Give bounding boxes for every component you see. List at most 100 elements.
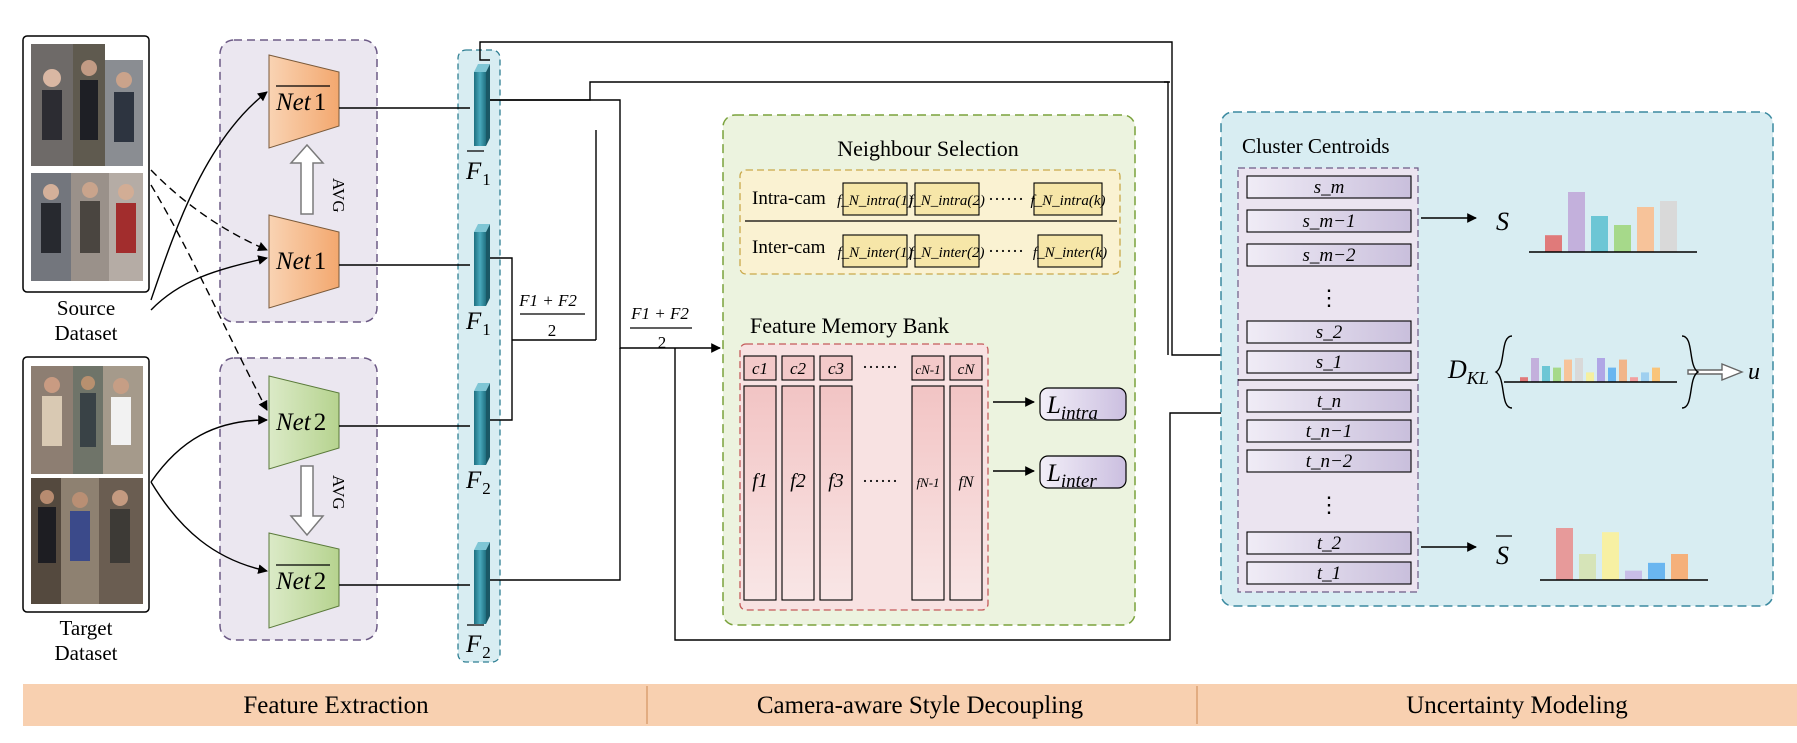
chartS-bar-2 <box>1568 192 1585 252</box>
s-m-1: s_m−1 <box>1303 211 1356 232</box>
S-distribution-chart <box>1529 192 1697 253</box>
S-label: S <box>1496 207 1509 236</box>
chartDkl-bar-7 <box>1586 372 1594 382</box>
mean-avg-fraction: F1 + F2 2 <box>630 304 692 352</box>
chartSbar-bar-2 <box>1579 554 1596 580</box>
chartDkl-bar-1 <box>1520 377 1528 382</box>
distribution-arrows <box>1421 213 1744 552</box>
chartDkl-bar-3 <box>1542 366 1550 382</box>
svg-text:2: 2 <box>658 333 667 352</box>
intra-cell-k: f_N_intra(k) <box>1031 193 1106 209</box>
routing-lines <box>479 41 1239 641</box>
net2-block <box>268 375 340 470</box>
chartSbar-bar-5 <box>1648 562 1665 580</box>
chartDkl-bar-12 <box>1641 372 1649 382</box>
cluster-centroids-title: Cluster Centroids <box>1242 134 1390 158</box>
S-bar-label: S <box>1496 541 1509 570</box>
chartS-bar-5 <box>1637 207 1654 252</box>
loss-inter-label: Linter <box>1046 460 1097 492</box>
f2-label: F2 <box>465 467 491 498</box>
chartDkl-bar-5 <box>1564 359 1572 382</box>
s-m: s_m <box>1314 177 1345 198</box>
feature-f2: f2 <box>790 470 806 492</box>
chartDkl-bar-6 <box>1575 358 1583 382</box>
chartDkl-bar-9 <box>1608 367 1616 382</box>
memory-features: f1 f2 f3 fN-1 fN ······ <box>743 385 983 601</box>
centroid-cN-1: cN-1 <box>915 362 940 377</box>
intra-cell-1: f_N_intra(1) <box>837 193 913 209</box>
t-n-2: t_n−2 <box>1306 451 1353 472</box>
section-uncertainty-modeling: Uncertainty Modeling <box>1406 692 1628 719</box>
centroid-cN: cN <box>958 362 976 378</box>
f2-mean-label: F2 <box>465 631 491 662</box>
chartSbar-bar-6 <box>1671 554 1688 580</box>
feature-f3: f3 <box>828 470 844 492</box>
chartSbar-bar-4 <box>1625 570 1642 580</box>
intra-cell-2: f_N_intra(2) <box>909 193 985 209</box>
f1-label: F1 <box>465 308 491 339</box>
s-2: s_2 <box>1316 322 1343 343</box>
centroid-c3: c3 <box>828 359 844 378</box>
chartS-bar-4 <box>1614 225 1631 252</box>
avg-arrow-up: AVG <box>289 143 348 215</box>
chartDkl-bar-10 <box>1619 359 1627 382</box>
S-bar-distribution-chart <box>1540 528 1708 581</box>
section-style-decoupling: Camera-aware Style Decoupling <box>757 692 1084 719</box>
svg-text:AVG: AVG <box>329 178 348 213</box>
chartDkl-bar-8 <box>1597 358 1605 382</box>
chartDkl-bar-4 <box>1553 367 1561 382</box>
loss-arrows <box>993 397 1035 476</box>
chartDkl-bar-11 <box>1630 377 1638 382</box>
s-m-2: s_m−2 <box>1303 245 1356 266</box>
feature-column <box>457 49 501 663</box>
chartDkl-bar-2 <box>1531 358 1539 382</box>
source-label-1: Source <box>57 296 115 320</box>
source-dataset <box>22 35 150 293</box>
intra-ellipsis: ······ <box>988 189 1024 209</box>
loss-intra-label: Lintra <box>1046 392 1098 424</box>
memory-bank-title: Feature Memory Bank <box>750 313 949 338</box>
centroid-c2: c2 <box>790 359 807 378</box>
dkl-left-brace <box>1494 335 1513 409</box>
chartSbar-bar-3 <box>1602 532 1619 580</box>
dkl-distribution-chart <box>1504 358 1677 383</box>
chartS-bar-1 <box>1545 235 1562 252</box>
dkl-right-brace <box>1681 335 1700 409</box>
t-n-1: t_n−1 <box>1306 421 1353 442</box>
feature-fN: fN <box>958 474 974 491</box>
s-vdots: ⋮ <box>1318 285 1340 310</box>
neighbour-selection-box <box>739 169 1121 275</box>
t-2: t_2 <box>1317 533 1342 554</box>
inter-cell-k: f_N_inter(k) <box>1033 245 1107 261</box>
net1-mean-block <box>268 54 340 149</box>
f1-mean-label: F1 <box>465 158 491 189</box>
inter-ellipsis: ······ <box>988 241 1024 261</box>
net1-block <box>268 214 340 309</box>
t-n: t_n <box>1317 391 1341 412</box>
inter-cells: f_N_inter(1) f_N_inter(2) f_N_inter(k) ·… <box>838 234 1107 268</box>
svg-text:F1 + F2: F1 + F2 <box>518 291 577 310</box>
chartS-bar-6 <box>1660 201 1677 252</box>
feature-bars <box>474 64 490 624</box>
loss-intra-box <box>1039 387 1127 421</box>
centroid-ellipsis: ······ <box>862 357 898 377</box>
chartSbar-bar-1 <box>1556 528 1573 580</box>
u-label: u <box>1748 359 1760 385</box>
target-label-1: Target <box>60 616 113 640</box>
t-vdots: ⋮ <box>1318 492 1340 517</box>
svg-text:F1 + F2: F1 + F2 <box>630 304 689 323</box>
centroid-c1: c1 <box>752 359 768 378</box>
net2-mean-block <box>268 532 340 629</box>
s-1: s_1 <box>1316 352 1342 373</box>
dataset-to-net-arrows <box>150 91 268 574</box>
feature-fN-1: fN-1 <box>916 475 939 490</box>
svg-text:AVG: AVG <box>329 475 348 510</box>
memory-centroids: c1 c2 c3 cN-1 cN ······ <box>743 355 983 381</box>
chartS-bar-3 <box>1591 216 1608 252</box>
section-footer <box>23 684 1797 726</box>
